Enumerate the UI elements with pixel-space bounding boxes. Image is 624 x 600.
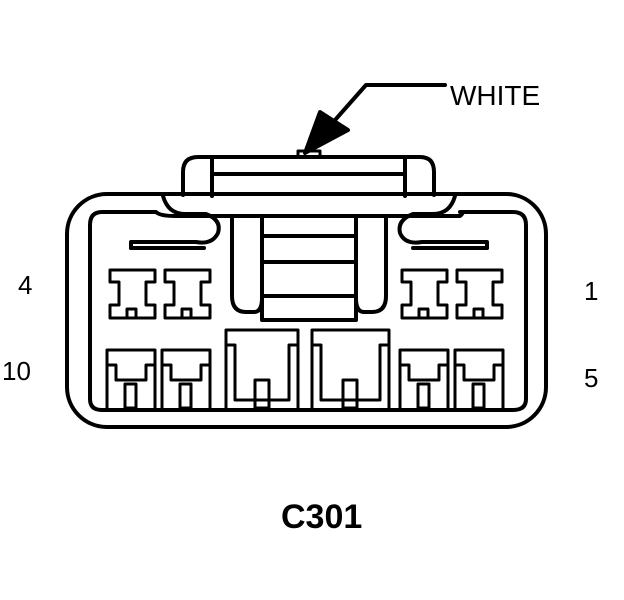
latch-shoulders	[129, 194, 489, 250]
terminal-cavity	[455, 268, 504, 320]
terminal-cavity	[224, 328, 300, 410]
color-leader-arrow	[303, 83, 447, 155]
connector-color-label: WHITE	[450, 80, 541, 111]
pin-number-top-right: 1	[584, 276, 599, 306]
connector-housing-outer	[65, 192, 548, 429]
connector-housing-inner	[88, 210, 528, 412]
locking-tab	[181, 149, 436, 198]
terminal-cavity	[163, 268, 212, 320]
terminal-cavity	[400, 268, 449, 320]
terminal-cavity	[453, 348, 505, 410]
terminal-cavity	[108, 268, 157, 320]
terminal-cavity	[105, 348, 157, 410]
terminal-cavity	[160, 348, 212, 410]
top-row-terminals	[108, 268, 504, 320]
terminal-cavity	[398, 348, 450, 410]
pin-number-bottom-left: 10	[2, 356, 31, 386]
bottom-row-terminals	[105, 328, 505, 410]
pin-number-bottom-right: 5	[584, 363, 599, 393]
center-guide	[230, 214, 388, 322]
connector-id-label: C301	[281, 498, 363, 536]
pin-number-top-left: 4	[18, 270, 33, 300]
terminal-cavity	[310, 328, 391, 410]
